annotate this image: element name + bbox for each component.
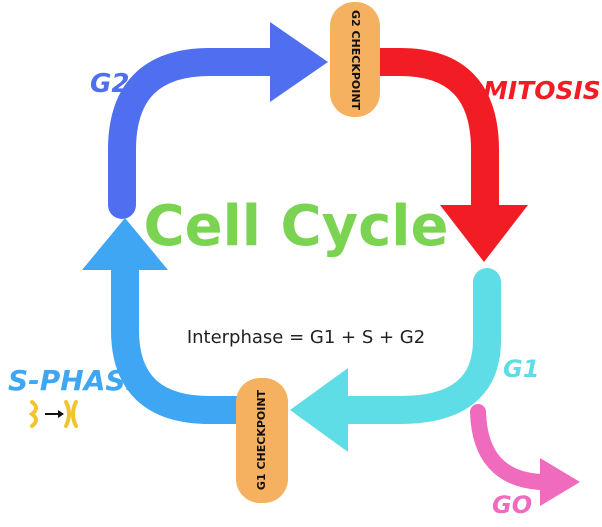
diagram-title: Cell Cycle (144, 194, 449, 259)
s-phase-arrow (82, 218, 254, 424)
g2-checkpoint: G2 CHECKPOINT (330, 2, 380, 117)
g1-checkpoint: G1 CHECKPOINT (236, 378, 288, 503)
chromosome-duplication-icon (28, 400, 78, 428)
g1-label: G1 (503, 355, 539, 383)
g1-checkpoint-label: G1 CHECKPOINT (255, 389, 268, 490)
g2-arrow (108, 22, 328, 219)
g1-arrow (290, 268, 501, 452)
mitosis-arrow (366, 48, 528, 262)
g2-label: G2 (90, 69, 129, 99)
interphase-equation: Interphase = G1 + S + G2 (187, 327, 425, 348)
s-phase-label: S-PHASE (8, 364, 145, 397)
g0-arrow (470, 404, 580, 506)
mitosis-label: MITOSIS (483, 76, 601, 105)
g2-checkpoint-label: G2 CHECKPOINT (349, 10, 362, 111)
g0-label: GO (492, 491, 532, 519)
